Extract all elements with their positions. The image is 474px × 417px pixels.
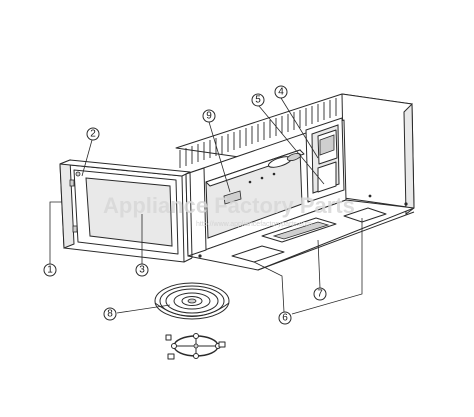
watermark-url: http://www.appliancefactoryparts.com	[196, 221, 312, 228]
callout-9: 9	[202, 109, 216, 123]
callout-8: 8	[103, 307, 117, 321]
callout-7: 7	[313, 287, 327, 301]
callout-7-label: 7	[317, 289, 323, 300]
callout-8-label: 8	[107, 309, 113, 320]
leader-lines	[49, 97, 363, 315]
callout-5-label: 5	[255, 95, 261, 106]
microwave-door	[59, 159, 193, 263]
watermark: Appliance Factory Parts http://www.appli…	[103, 193, 355, 228]
door-hinge-top	[69, 179, 75, 187]
turntable-roller-ring	[165, 333, 226, 360]
callout-5: 5	[251, 93, 265, 107]
callout-9-label: 9	[206, 111, 212, 122]
watermark-brand: Appliance Factory Parts	[103, 193, 355, 218]
callout-4-label: 4	[278, 87, 284, 98]
callout-2: 2	[86, 127, 100, 141]
callout-6-label: 6	[282, 313, 288, 324]
callout-3-label: 3	[139, 265, 145, 276]
callout-1-label: 1	[47, 265, 53, 276]
door-hinge-bottom	[72, 225, 78, 233]
door-latch-assembly	[317, 161, 337, 193]
glass-turntable-tray	[154, 282, 230, 320]
callout-3: 3	[135, 263, 149, 277]
callout-2-label: 2	[90, 129, 96, 140]
door-window-screen	[85, 177, 173, 247]
bottom-light-cover-left	[231, 245, 285, 263]
top-vent-grille	[179, 98, 337, 168]
callout-4: 4	[274, 85, 288, 99]
bottom-light-cover-right	[343, 207, 387, 223]
callout-1: 1	[43, 263, 57, 277]
waveguide-cover	[223, 190, 242, 205]
callout-6: 6	[278, 311, 292, 325]
microwave-cabinet	[175, 93, 415, 271]
